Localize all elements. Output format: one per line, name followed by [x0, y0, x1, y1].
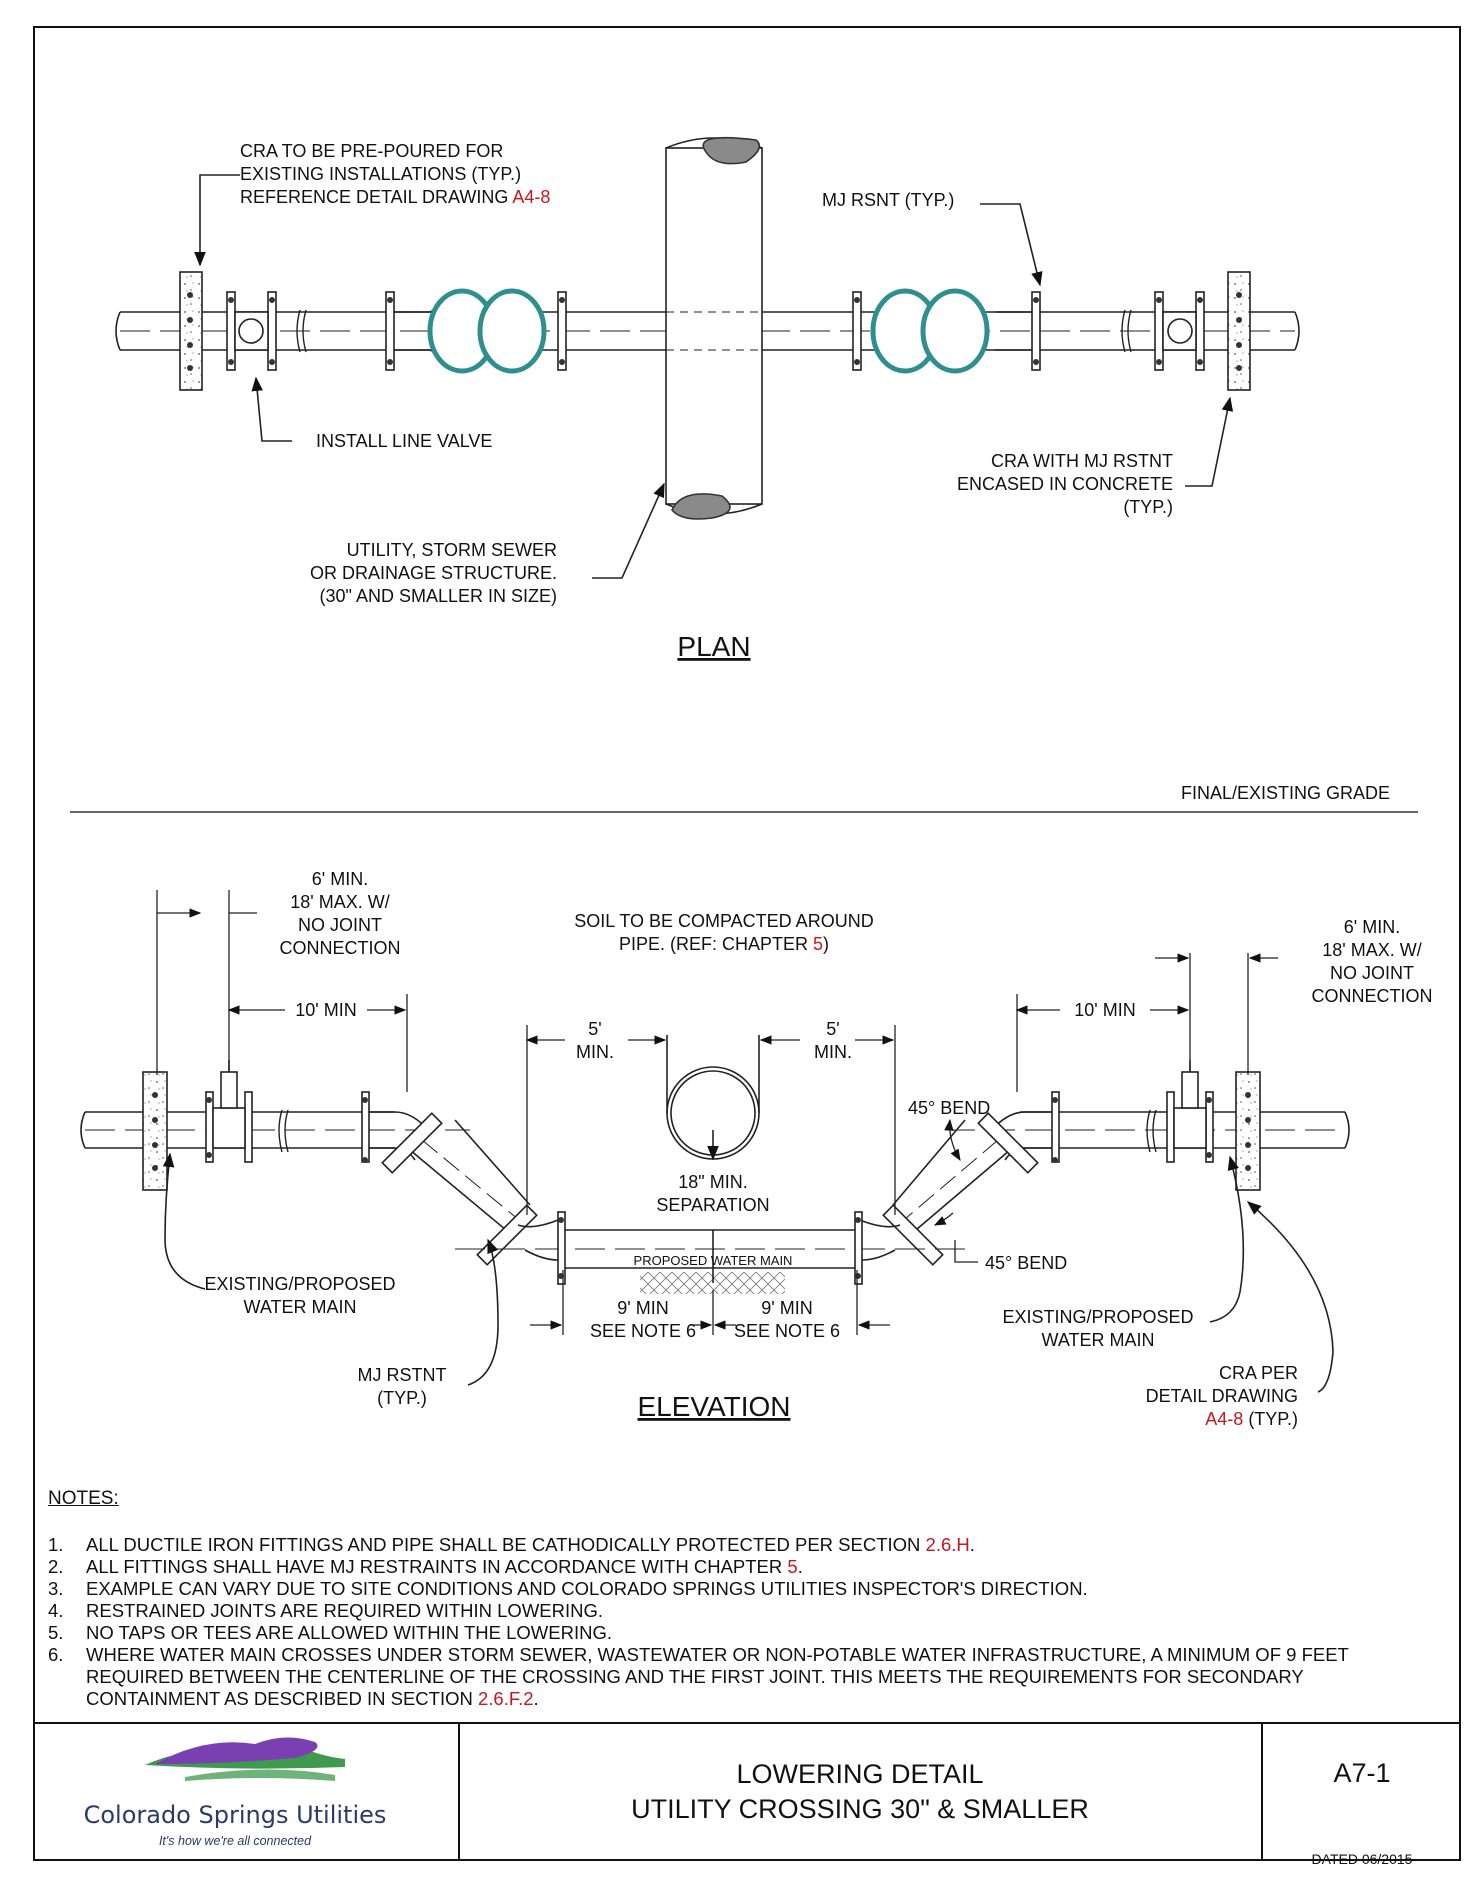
existing-right-2: WATER MAIN — [1042, 1330, 1155, 1350]
note-number: 3. — [48, 1578, 64, 1599]
note-text: NO TAPS OR TEES ARE ALLOWED WITHIN THE L… — [86, 1622, 612, 1643]
concrete-block-left — [179, 271, 203, 391]
proposed-main-label: PROPOSED WATER MAIN — [634, 1253, 793, 1268]
cra-label-2: EXISTING INSTALLATIONS (TYP.) — [240, 164, 521, 184]
ten-min-right: 10' MIN — [1074, 1000, 1135, 1020]
note-item: 4. RESTRAINED JOINTS ARE REQUIRED WITHIN… — [48, 1600, 1428, 1622]
drawing-title-line-2: UTILITY CROSSING 30" & SMALLER — [631, 1794, 1089, 1824]
existing-left-1: EXISTING/PROPOSED — [204, 1274, 395, 1294]
soil-label-2: PIPE. (REF: CHAPTER 5) — [619, 934, 829, 954]
elevation-view — [80, 890, 1350, 1393]
drawing-date: DATED 06/2015 — [1311, 1851, 1413, 1867]
org-tagline: It's how we're all connected — [158, 1834, 312, 1848]
drawing-title-line-1: LOWERING DETAIL — [736, 1759, 984, 1789]
cra-reference-link[interactable]: A4-8 — [512, 187, 550, 207]
note-number: 6. — [48, 1644, 64, 1665]
cra-per-1: CRA PER — [1219, 1363, 1298, 1383]
cra-encased-3: (TYP.) — [1123, 497, 1173, 517]
install-valve-label: INSTALL LINE VALVE — [316, 431, 492, 451]
right-min-4: CONNECTION — [1312, 986, 1433, 1006]
cra-label-3: REFERENCE DETAIL DRAWING A4-8 — [240, 187, 550, 207]
note-number: 1. — [48, 1534, 64, 1555]
drawing-number: A7-1 — [1333, 1758, 1391, 1788]
elev-block-left — [142, 1071, 168, 1191]
concrete-block-right — [1227, 271, 1251, 391]
left-min-1: 6' MIN. — [312, 869, 368, 889]
note-text: RESTRAINED JOINTS ARE REQUIRED WITHIN LO… — [86, 1600, 604, 1621]
plan-view — [115, 136, 1300, 579]
cra-per-3: A4-8 (TYP.) — [1205, 1409, 1298, 1429]
grade-label: FINAL/EXISTING GRADE — [1181, 783, 1390, 803]
org-name: Colorado Springs Utilities — [83, 1801, 387, 1829]
note-number: 2. — [48, 1556, 64, 1577]
left-min-2: 18' MAX. W/ — [290, 892, 389, 912]
notes-section: NOTES: 1. ALL DUCTILE IRON FITTINGS AND … — [48, 1488, 1428, 1710]
soil-chapter-ref[interactable]: 5 — [813, 934, 823, 954]
nine-right-2: SEE NOTE 6 — [734, 1321, 840, 1341]
cra-encased-1: CRA WITH MJ RSTNT — [991, 451, 1173, 471]
section-link[interactable]: 2.6.H — [925, 1534, 970, 1555]
five-right-2: MIN. — [814, 1042, 852, 1062]
separation-2: SEPARATION — [656, 1195, 769, 1215]
cra-per-2: DETAIL DRAWING — [1146, 1386, 1298, 1406]
left-min-3: NO JOINT — [298, 915, 382, 935]
mj-rsnt-label: MJ RSNT (TYP.) — [822, 190, 954, 210]
right-min-2: 18' MAX. W/ — [1322, 940, 1421, 960]
note-number: 4. — [48, 1600, 64, 1621]
five-left-1: 5' — [588, 1019, 601, 1039]
note-item: 6. WHERE WATER MAIN CROSSES UNDER STORM … — [48, 1644, 1428, 1710]
note-text: ALL DUCTILE IRON FITTINGS AND PIPE SHALL… — [86, 1534, 975, 1555]
elevation-title: ELEVATION — [637, 1391, 790, 1422]
left-min-4: CONNECTION — [280, 938, 401, 958]
plan-title: PLAN — [677, 631, 750, 662]
elev-block-right — [1235, 1071, 1261, 1191]
nine-left-1: 9' MIN — [617, 1298, 668, 1318]
utility-label-1: UTILITY, STORM SEWER — [347, 540, 557, 560]
mj-rstnt-2: (TYP.) — [377, 1388, 427, 1408]
five-left-2: MIN. — [576, 1042, 614, 1062]
note-item: 5. NO TAPS OR TEES ARE ALLOWED WITHIN TH… — [48, 1622, 1428, 1644]
soil-label-1: SOIL TO BE COMPACTED AROUND — [574, 911, 873, 931]
ten-min-left: 10' MIN — [295, 1000, 356, 1020]
separation-1: 18" MIN. — [678, 1172, 747, 1192]
existing-left-2: WATER MAIN — [244, 1297, 357, 1317]
logo-mountains — [145, 1737, 345, 1781]
note-item: 2. ALL FITTINGS SHALL HAVE MJ RESTRAINTS… — [48, 1556, 1428, 1578]
nine-left-2: SEE NOTE 6 — [590, 1321, 696, 1341]
bend-top-label: 45° BEND — [908, 1098, 990, 1118]
utility-label-3: (30" AND SMALLER IN SIZE) — [320, 586, 557, 606]
right-min-3: NO JOINT — [1330, 963, 1414, 983]
nine-right-1: 9' MIN — [761, 1298, 812, 1318]
notes-heading: NOTES: — [48, 1488, 119, 1509]
cra-per-reference-link[interactable]: A4-8 — [1205, 1409, 1243, 1429]
drawing-title: LOWERING DETAIL UTILITY CROSSING 30" & S… — [460, 1757, 1260, 1827]
utility-label-2: OR DRAINAGE STRUCTURE. — [310, 563, 557, 583]
cra-encased-2: ENCASED IN CONCRETE — [957, 474, 1173, 494]
sheet-border — [33, 26, 1461, 1861]
five-right-1: 5' — [826, 1019, 839, 1039]
mj-rstnt-1: MJ RSTNT — [358, 1365, 447, 1385]
bend-bottom-label: 45° BEND — [985, 1253, 1067, 1273]
note-text: EXAMPLE CAN VARY DUE TO SITE CONDITIONS … — [86, 1578, 1088, 1599]
right-min-1: 6' MIN. — [1344, 917, 1400, 937]
note-number: 5. — [48, 1622, 64, 1643]
existing-right-1: EXISTING/PROPOSED — [1002, 1307, 1193, 1327]
chapter-link[interactable]: 5 — [787, 1556, 798, 1577]
note-text: WHERE WATER MAIN CROSSES UNDER STORM SEW… — [86, 1644, 1349, 1709]
utility-pipe-plan — [665, 147, 763, 505]
note-item: 1. ALL DUCTILE IRON FITTINGS AND PIPE SH… — [48, 1534, 1428, 1556]
note-item: 3. EXAMPLE CAN VARY DUE TO SITE CONDITIO… — [48, 1578, 1428, 1600]
note-text: ALL FITTINGS SHALL HAVE MJ RESTRAINTS IN… — [86, 1556, 803, 1577]
section-link[interactable]: 2.6.F.2 — [477, 1688, 534, 1709]
cra-label-1: CRA TO BE PRE-POURED FOR — [240, 141, 503, 161]
